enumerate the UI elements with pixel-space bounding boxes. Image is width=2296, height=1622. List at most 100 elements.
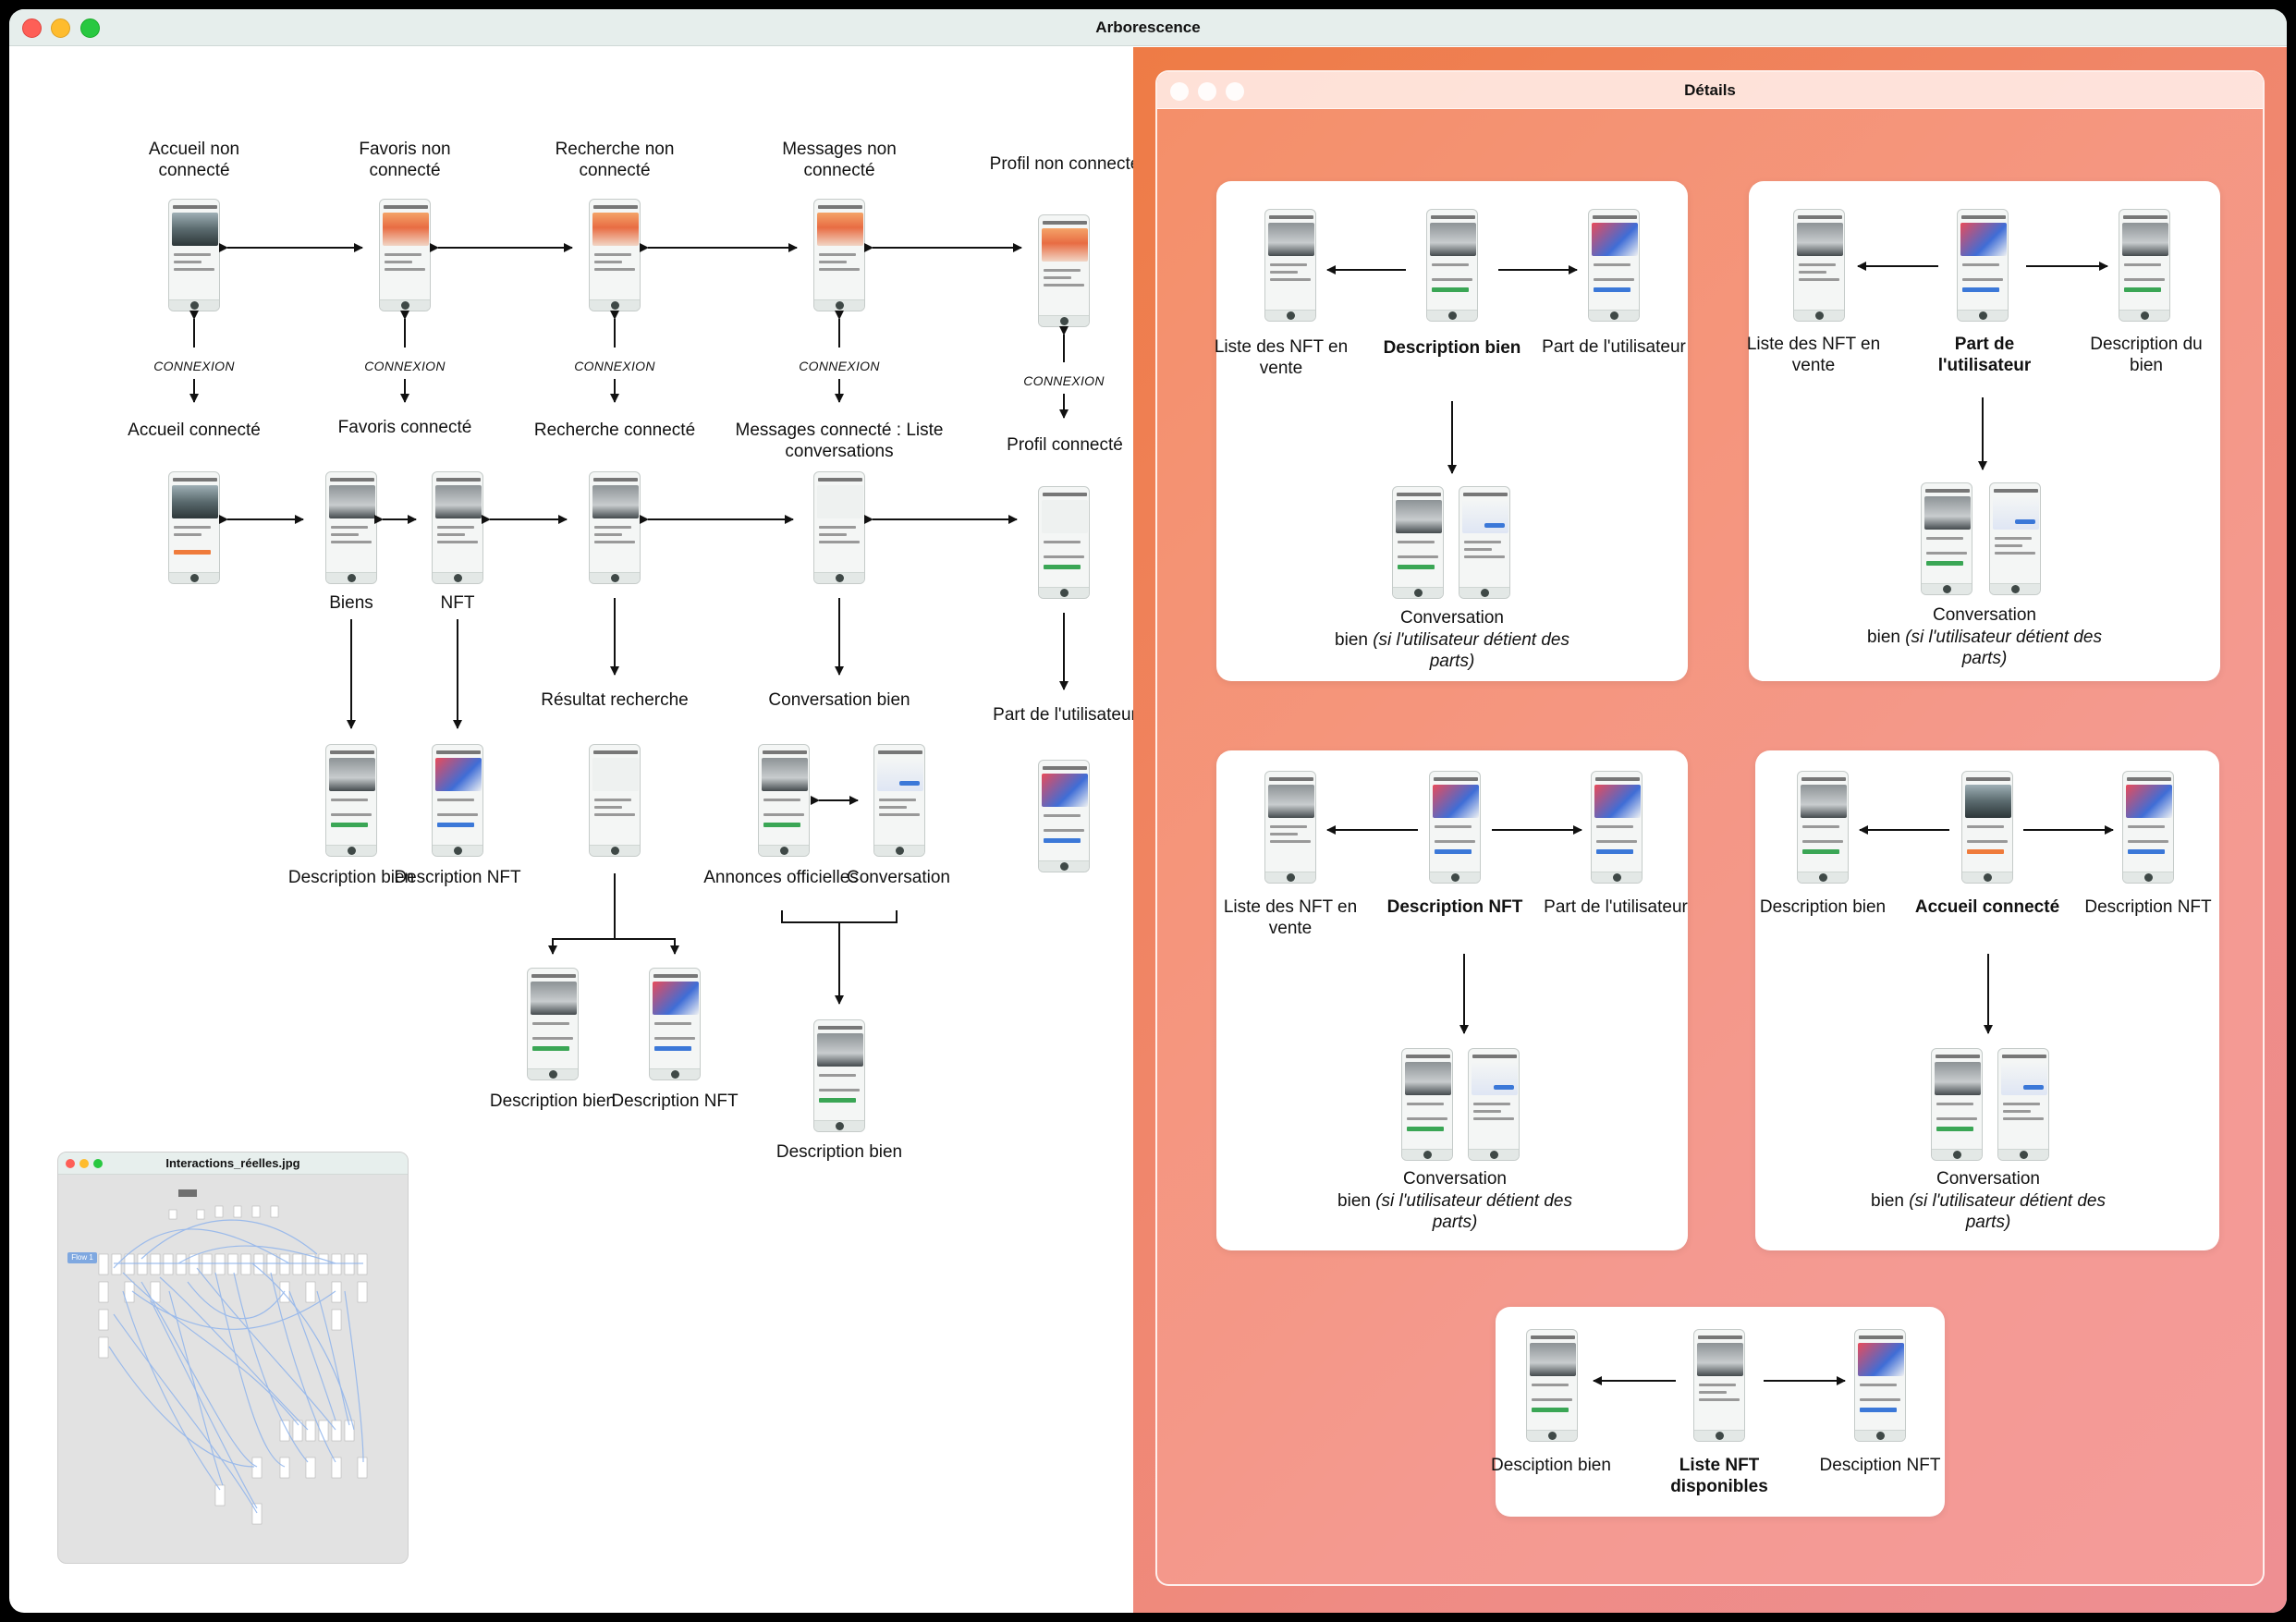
label-bottom: Conversation	[1403, 1169, 1507, 1189]
screen-messages-non-connecte[interactable]	[813, 199, 865, 311]
screen-description-nft[interactable]	[1854, 1329, 1906, 1442]
screen-liste-conversations[interactable]	[813, 471, 865, 584]
screen-part-utilisateur[interactable]	[1588, 209, 1640, 322]
screen-favoris-non-connecte[interactable]	[379, 199, 431, 311]
screen-liste-nft-disponibles[interactable]	[1693, 1329, 1745, 1442]
label-profil-non-connecte: Profil non connecté	[989, 154, 1141, 174]
label-left: Liste des NFT en vente	[1746, 335, 1881, 375]
label-profil-connecte: Profil connecté	[1007, 435, 1123, 455]
screen-liste-nft[interactable]	[1264, 209, 1316, 322]
minimize-button[interactable]	[1198, 82, 1216, 101]
label-bottom: Conversation	[1936, 1169, 2040, 1189]
screen-liste-nft[interactable]	[1264, 771, 1316, 884]
close-button[interactable]	[1170, 82, 1189, 101]
label-recherche-connecte: Recherche connecté	[533, 421, 696, 440]
flow-badge: Flow 1	[67, 1252, 97, 1263]
interactions-flow-graph	[98, 1189, 368, 1525]
connexion-label: CONNEXION	[799, 359, 880, 373]
screen-conversation-bien[interactable]	[1401, 1048, 1453, 1161]
thumbnail-titlebar: Interactions_réelles.jpg	[58, 1152, 408, 1175]
label-bottom-note: bien (si l'utilisateur détient des parts…	[1337, 1191, 1572, 1232]
window-title: Arborescence	[1095, 18, 1201, 36]
screen-description-nft-result[interactable]	[649, 968, 701, 1080]
screen-conversation[interactable]	[1989, 482, 2041, 595]
label-messages-non-connecte: Messages non connecté	[782, 140, 897, 180]
screen-accueil-connecte[interactable]	[1961, 771, 2013, 884]
details-title: Détails	[1684, 81, 1736, 99]
label-left: Liste des NFT en vente	[1214, 337, 1349, 378]
minimize-button[interactable]	[51, 18, 70, 38]
detail-card-accueil-connecte: Description bien Accueil connecté Descri…	[1755, 750, 2219, 1250]
screen-conversation-bien[interactable]	[1921, 482, 1972, 595]
label-right: Description NFT	[2084, 897, 2212, 917]
label-recherche-non-connecte: Recherche non connecté	[555, 140, 675, 180]
arborescence-window: Arborescence Accueil non connecté Favori…	[9, 9, 2287, 1613]
label-description-nft: Description NFT	[611, 1091, 739, 1111]
label-right: Description du bien	[2090, 335, 2203, 375]
zoom-button[interactable]	[1226, 82, 1244, 101]
label-messages-connecte: Messages connecté : Liste conversations	[735, 421, 944, 461]
label-left: Desciption bien	[1491, 1456, 1611, 1475]
screen-description-bien-result[interactable]	[527, 968, 579, 1080]
screen-description-bien[interactable]	[2119, 209, 2170, 322]
zoom-button[interactable]	[93, 1159, 103, 1168]
screen-description-bien[interactable]	[1526, 1329, 1578, 1442]
label-biens: Biens	[329, 593, 373, 613]
screen-profil-connecte[interactable]	[1038, 486, 1090, 599]
screen-conversation-bien[interactable]	[1931, 1048, 1983, 1161]
label-right: Desciption NFT	[1819, 1456, 1941, 1475]
screen-description-nft[interactable]	[432, 744, 483, 857]
label-bottom-note: bien (si l'utilisateur détient des parts…	[1867, 628, 2102, 668]
close-button[interactable]	[66, 1159, 75, 1168]
screen-description-nft[interactable]	[1429, 771, 1481, 884]
label-nft: NFT	[440, 593, 475, 613]
screen-resultat-recherche[interactable]	[589, 744, 641, 857]
screen-part-utilisateur[interactable]	[1038, 760, 1090, 872]
screen-favoris-biens[interactable]	[325, 471, 377, 584]
connexion-label: CONNEXION	[364, 359, 446, 373]
screen-conversation[interactable]	[873, 744, 925, 857]
label-description-bien: Description bien	[287, 868, 415, 887]
label-annonces-officielles: Annonces officielles	[703, 868, 859, 887]
label-bottom-note: bien (si l'utilisateur détient des parts…	[1871, 1191, 2106, 1232]
screen-conversation-bien[interactable]	[1392, 486, 1444, 599]
detail-card-description-bien: Liste des NFT en vente Description bien …	[1215, 181, 1688, 681]
card-arrows	[1593, 1376, 1846, 1385]
screen-conversation[interactable]	[1997, 1048, 2049, 1161]
label-bottom: Conversation	[1400, 608, 1504, 628]
screen-conversation[interactable]	[1459, 486, 1510, 599]
detail-card-description-nft: Liste des NFT en vente Description NFT P…	[1216, 750, 1688, 1250]
minimize-button[interactable]	[79, 1159, 89, 1168]
screen-description-bien[interactable]	[1426, 209, 1478, 322]
detail-card-liste-nft: Desciption bien Liste NFT disponibles De…	[1491, 1307, 1945, 1517]
details-titlebar: Détails	[1157, 72, 2263, 109]
screen-description-bien-conv[interactable]	[813, 1019, 865, 1132]
screen-description-nft[interactable]	[2122, 771, 2174, 884]
screen-liste-nft[interactable]	[1793, 209, 1845, 322]
close-button[interactable]	[22, 18, 42, 38]
label-left: Description bien	[1759, 897, 1887, 917]
screen-recherche-connecte[interactable]	[589, 471, 641, 584]
label-conversation-bien: Conversation bien	[768, 690, 910, 710]
screen-part-utilisateur[interactable]	[1591, 771, 1643, 884]
interactions-thumbnail-window[interactable]: Interactions_réelles.jpg Flow 1	[57, 1152, 409, 1564]
tree-arrows	[189, 243, 1069, 1005]
screen-annonces-officielles[interactable]	[758, 744, 810, 857]
screen-favoris-nft[interactable]	[432, 471, 483, 584]
screen-description-bien[interactable]	[1797, 771, 1849, 884]
screen-recherche-non-connecte[interactable]	[589, 199, 641, 311]
label-bottom-note: bien (si l'utilisateur détient des parts…	[1335, 630, 1569, 671]
label-center: Part de l'utilisateur	[1937, 335, 2032, 375]
label-description-nft: Description NFT	[394, 868, 521, 887]
screen-accueil-connecte[interactable]	[168, 471, 220, 584]
screen-description-bien[interactable]	[325, 744, 377, 857]
thumbnail-title: Interactions_réelles.jpg	[165, 1156, 300, 1170]
card-arrows	[1326, 265, 1578, 474]
label-bottom: Conversation	[1933, 605, 2036, 625]
screen-conversation[interactable]	[1468, 1048, 1520, 1161]
zoom-button[interactable]	[80, 18, 100, 38]
screen-part-utilisateur[interactable]	[1957, 209, 2009, 322]
label-resultat-recherche: Résultat recherche	[541, 690, 689, 710]
screen-accueil-non-connecte[interactable]	[168, 199, 220, 311]
